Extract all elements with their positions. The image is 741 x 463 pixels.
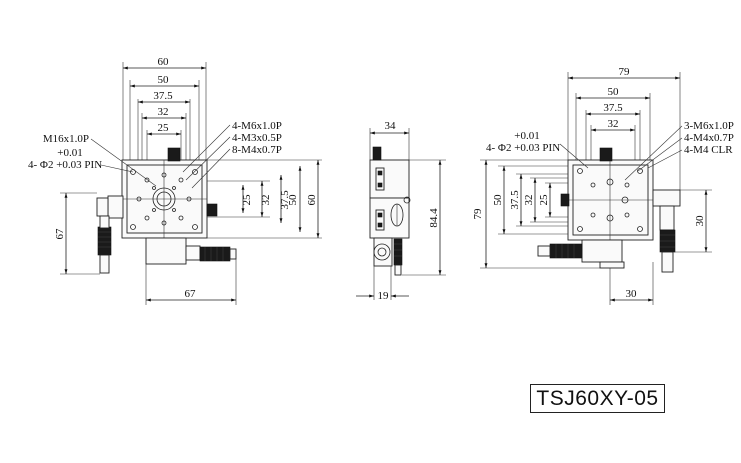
label-front-m16: M16x1.0P: [43, 133, 89, 145]
dim-top-h37-5: 37.5: [509, 190, 521, 210]
dim-top-w30: 30: [626, 288, 638, 300]
dim-top-h25: 25: [538, 194, 550, 206]
dim-front-50: 50: [158, 74, 170, 86]
label-front-m4: 8-M4x0.7P: [232, 144, 282, 156]
label-front-m6: 4-M6x1.0P: [232, 120, 282, 132]
dim-top-h79: 79: [472, 208, 484, 220]
dim-front-h50: 50: [287, 194, 299, 206]
dim-front-60: 60: [158, 56, 170, 68]
dim-top-79: 79: [619, 66, 631, 78]
side-view: 34 84.4 19: [356, 120, 446, 302]
top-view: 79 50 37.5 32: [472, 66, 734, 305]
model-number: TSJ60XY-05: [536, 386, 659, 410]
dim-front-h32: 32: [260, 195, 272, 206]
dim-top-h50: 50: [492, 194, 504, 206]
dim-side-34: 34: [385, 120, 397, 132]
dim-front-32: 32: [158, 106, 169, 118]
label-front-m3: 4-M3x0.5P: [232, 132, 282, 144]
dim-top-37-5: 37.5: [603, 102, 623, 114]
dim-front-w67: 67: [185, 288, 197, 300]
label-top-m6: 3-M6x1.0P: [684, 120, 734, 132]
label-front-tol: +0.01: [57, 147, 82, 159]
dim-front-h67: 67: [54, 228, 66, 240]
label-top-tol: +0.01: [514, 130, 539, 142]
label-top-pin: 4- Φ2 +0.03 PIN: [486, 142, 560, 154]
label-front-pin: 4- Φ2 +0.03 PIN: [28, 159, 102, 171]
label-top-m4: 4-M4x0.7P: [684, 132, 734, 144]
dim-front-25: 25: [158, 122, 170, 134]
dim-top-h30: 30: [694, 215, 706, 227]
label-top-clr: 4-M4 CLR: [684, 144, 733, 156]
dim-front-h37-5: 37.5: [279, 190, 291, 210]
dim-side-19: 19: [378, 290, 390, 302]
dim-top-32: 32: [608, 118, 619, 130]
dim-top-h32: 32: [523, 195, 535, 206]
front-view: 60 50 37.5 32 25: [28, 56, 322, 305]
dim-front-37-5: 37.5: [153, 90, 173, 102]
dim-front-h25: 25: [241, 194, 253, 206]
model-title-box: TSJ60XY-05: [530, 384, 665, 413]
dim-top-50: 50: [608, 86, 620, 98]
dim-front-h60: 60: [306, 194, 318, 206]
dim-side-84-4: 84.4: [428, 208, 440, 228]
